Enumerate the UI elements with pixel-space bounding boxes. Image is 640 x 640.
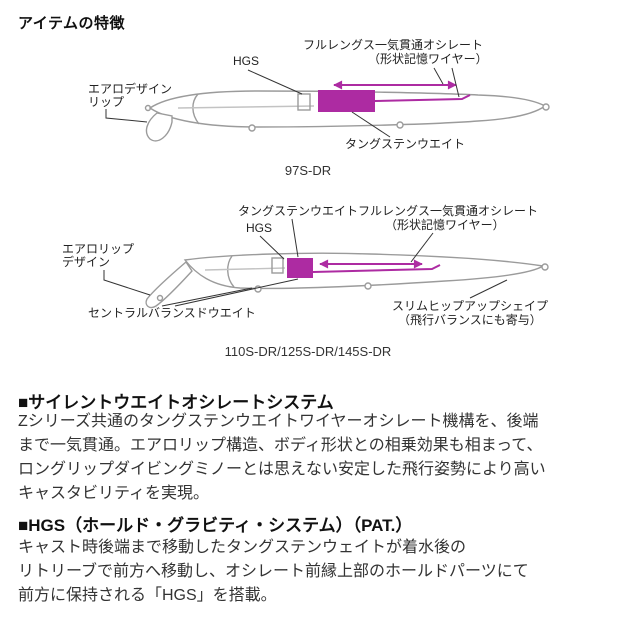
label-slim-hip-note: （飛行バランスにも寄与）: [398, 313, 542, 327]
callout-lines: [103, 218, 508, 307]
label-shape-memory-wire: （形状記憶ワイヤー）: [368, 52, 488, 66]
label-hgs: HGS: [233, 54, 260, 68]
oscillate-system-highlight: [318, 80, 471, 112]
diagram-110s-dr: タングステンウエイト フルレングス一気貫通オシレート （形状記憶ワイヤー） HG…: [0, 198, 640, 338]
section1-heading: ■サイレントウエイトオシレートシステム: [18, 393, 334, 412]
hgs-hold-part: [271, 257, 284, 274]
caption-110s-dr: 110S-DR/125S-DR/145S-DR: [224, 344, 392, 359]
label-tungsten-weight: タングステンウエイト: [345, 137, 466, 151]
oscillate-system-highlight: [287, 258, 441, 278]
text-line: 前方に保持される「HGS」を搭載。: [18, 587, 277, 604]
text-line: キャスタビリティを実現。: [18, 485, 210, 502]
text-line: キャスト時後端まで移動したタングステンウェイトが着水後の: [18, 539, 467, 556]
diving-lip: [145, 260, 193, 309]
oscillate-wire: [312, 264, 441, 273]
lure-body-outline: [145, 252, 549, 309]
label-aero-design: デザイン: [62, 255, 111, 269]
page-title: アイテムの特徴: [18, 15, 126, 32]
caption-97s-dr: 97S-DR: [284, 163, 332, 178]
label-central-balance-weight: セントラルバランスドウエイト: [88, 306, 256, 320]
label-full-length-oscillate: フルレングス一気貫通オシレート: [303, 38, 484, 52]
section1-body: Zシリーズ共通のタングステンウエイトワイヤーオシレート機構を、後端 まで一気貫通…: [18, 410, 630, 506]
text-line: Zシリーズ共通のタングステンウエイトワイヤーオシレート機構を、後端: [18, 413, 539, 430]
text-line: ロングリップダイビングミノーとは思えない安定した飛行姿勢により高い: [18, 461, 546, 478]
label-aero-lip: エアロリップ: [62, 242, 135, 256]
label-aero-lip: リップ: [88, 95, 125, 109]
section2-heading: ■HGS（ホールド・グラビティ・システム）（PAT.）: [18, 516, 413, 535]
diagram-97s-dr: フルレングス一気貫通オシレート （形状記憶ワイヤー） HGS エアロデザイン リ…: [0, 38, 640, 162]
label-shape-memory-wire: （形状記憶ワイヤー）: [385, 218, 505, 232]
label-full-length-oscillate: フルレングス一気貫通オシレート: [358, 204, 539, 218]
lure-illustration-97s-dr: [105, 67, 550, 142]
callout-lines: [105, 67, 460, 138]
section2-body: キャスト時後端まで移動したタングステンウェイトが着水後の リトリーブで前方へ移動…: [18, 536, 630, 608]
label-tungsten-weight: タングステンウエイト: [238, 204, 359, 218]
lure-body-outline: [144, 90, 550, 142]
label-slim-hip-shape: スリムヒップアップシェイプ: [392, 299, 549, 313]
label-aero-design: エアロデザイン: [88, 82, 173, 96]
tungsten-weight-block: [318, 90, 375, 112]
text-line: まで一気貫通。エアロリップ構造、ボディ形状との相乗効果も相まって、: [18, 437, 543, 454]
text-line: リトリーブで前方へ移動し、オシレート前縁上部のホールドパーツにて: [18, 563, 529, 580]
lure-illustration-110s-dr: [103, 218, 549, 309]
label-hgs: HGS: [246, 221, 273, 235]
oscillate-wire: [374, 94, 471, 102]
hgs-hold-part: [297, 93, 311, 111]
tungsten-weight-block: [287, 258, 313, 278]
